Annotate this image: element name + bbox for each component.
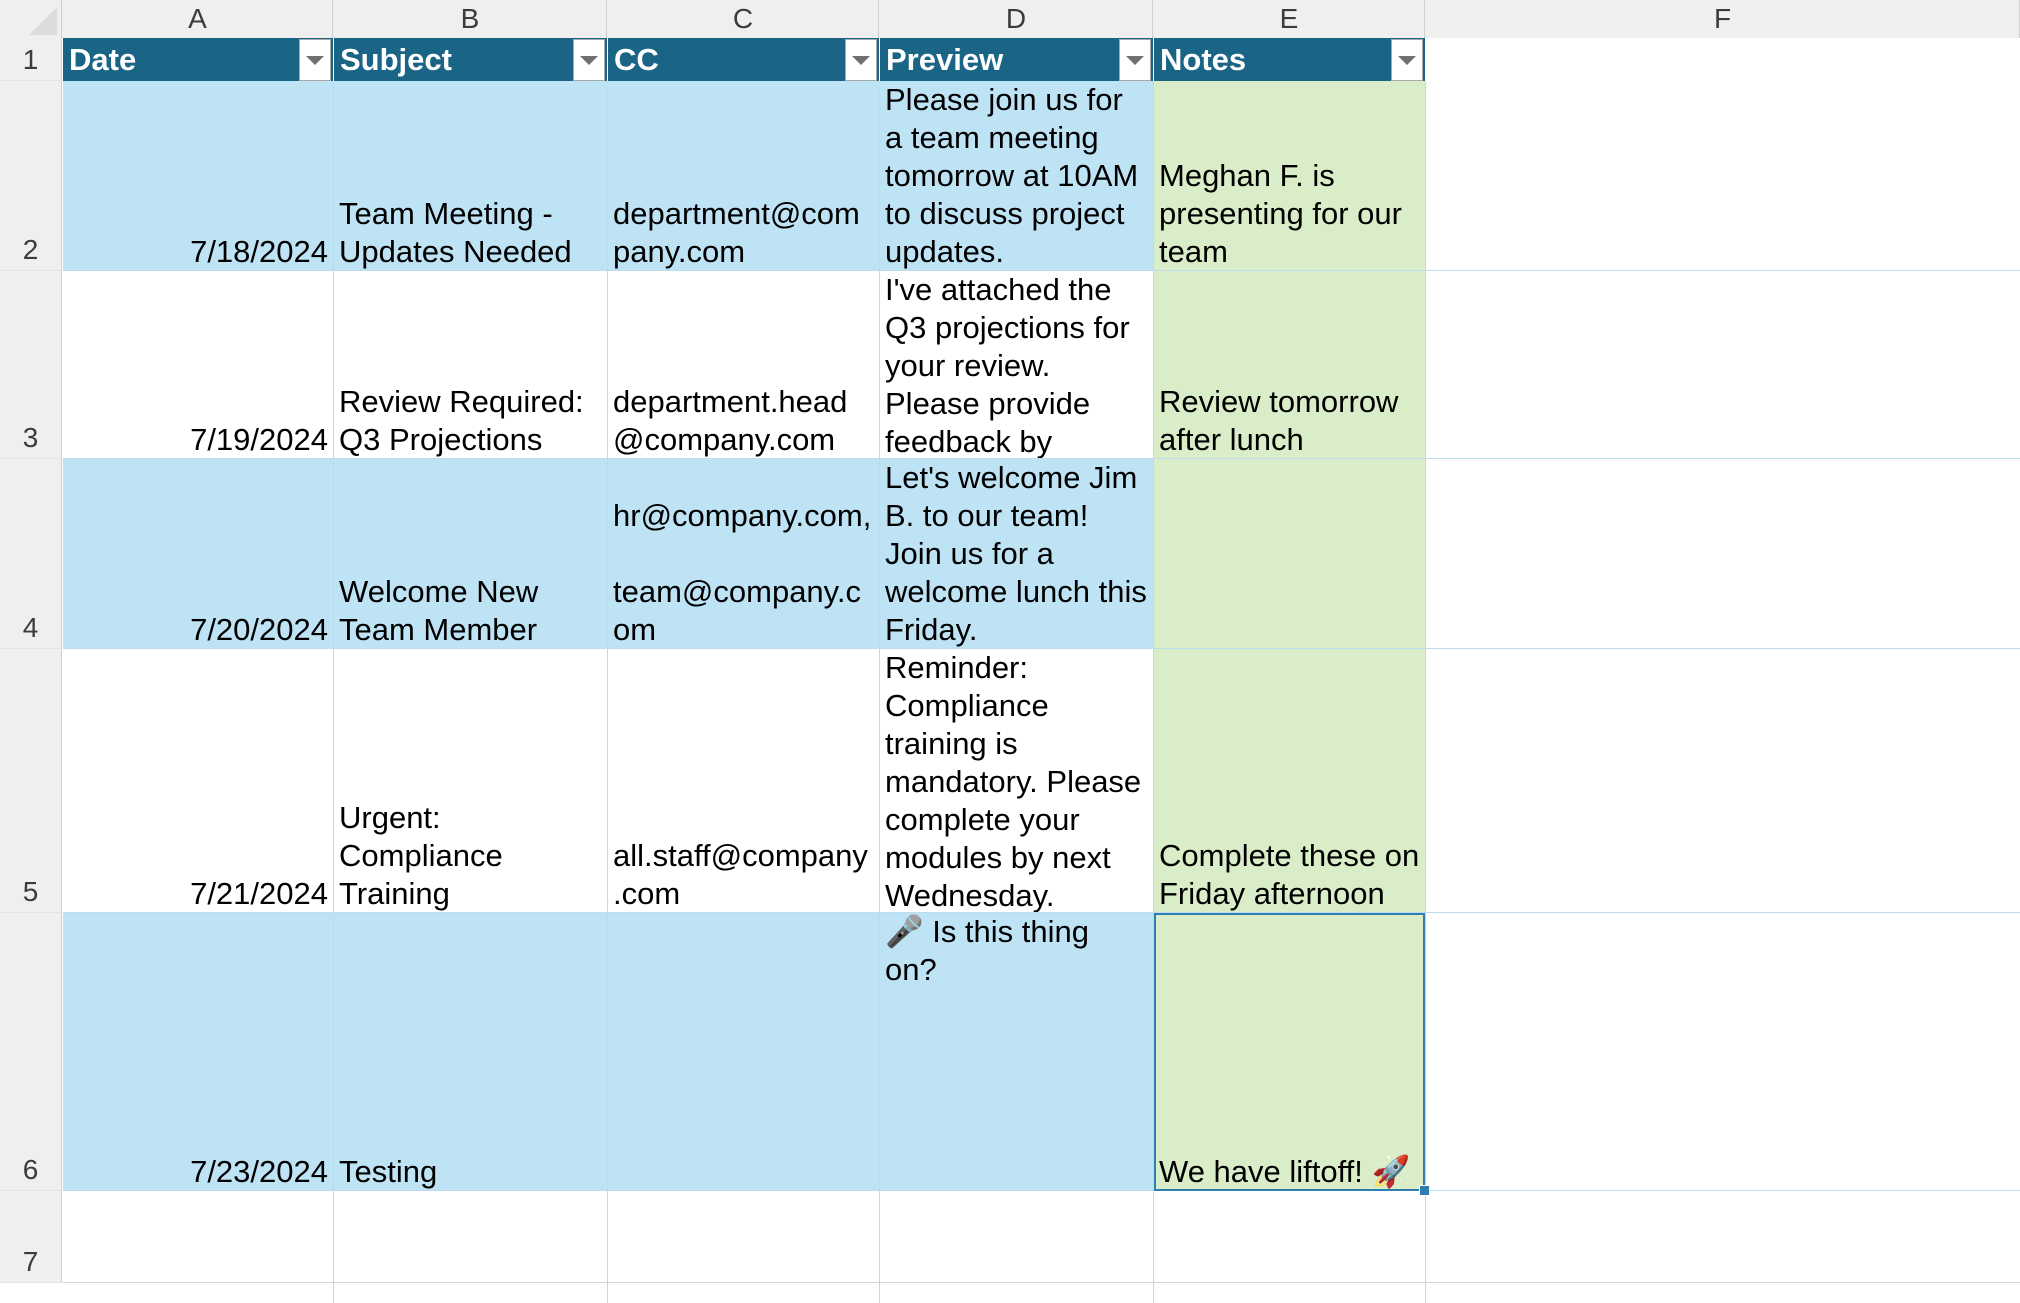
column-header-f[interactable]: F <box>1426 0 2020 38</box>
cell-date-3[interactable]: 7/19/2024 <box>63 271 333 459</box>
row-header-3[interactable]: 3 <box>0 271 62 459</box>
row-header-7[interactable]: 7 <box>0 1191 62 1283</box>
table-header-label-cc: CC <box>614 41 659 77</box>
cell-subject-6[interactable]: Testing <box>334 913 607 1191</box>
filter-dropdown-icon-preview[interactable] <box>1119 39 1151 81</box>
cell-date-2[interactable]: 7/18/2024 <box>63 81 333 271</box>
cell-subject-4[interactable]: Welcome New Team Member <box>334 459 607 649</box>
table-header-subject[interactable]: Subject <box>334 38 607 81</box>
filter-dropdown-icon-date[interactable] <box>299 39 331 81</box>
gridline-horizontal <box>63 1282 2020 1283</box>
cell-notes-6[interactable]: We have liftoff! 🚀 <box>1154 913 1425 1191</box>
cell-notes-2[interactable]: Meghan F. is presenting for our team <box>1154 81 1425 271</box>
table-header-label-subject: Subject <box>340 41 452 77</box>
cell-preview-2[interactable]: Please join us for a team meeting tomorr… <box>880 81 1153 271</box>
cell-preview-6[interactable]: 🎤 Is this thing on? <box>880 913 1153 1191</box>
cell-subject-5[interactable]: Urgent: Compliance Training <box>334 649 607 913</box>
cell-notes-5[interactable]: Complete these on Friday afternoon <box>1154 649 1425 913</box>
table-header-label-notes: Notes <box>1160 41 1247 77</box>
chevron-down-icon <box>306 55 324 65</box>
table-header-label-preview: Preview <box>886 41 1004 77</box>
cell-f-5[interactable] <box>1426 649 2020 913</box>
select-all-triangle-icon <box>29 7 57 35</box>
cell-preview-4[interactable]: Let's welcome Jim B. to our team! Join u… <box>880 459 1153 649</box>
row-header-2[interactable]: 2 <box>0 81 62 271</box>
cell-f-3[interactable] <box>1426 271 2020 459</box>
filter-dropdown-icon-cc[interactable] <box>845 39 877 81</box>
fill-handle[interactable] <box>1419 1185 1430 1196</box>
cell-notes-3[interactable]: Review tomorrow after lunch <box>1154 271 1425 459</box>
gridline-vertical <box>879 81 880 1303</box>
table-header-cc[interactable]: CC <box>608 38 879 81</box>
filter-dropdown-icon-notes[interactable] <box>1391 39 1423 81</box>
cell-subject-3[interactable]: Review Required: Q3 Projections <box>334 271 607 459</box>
gridline-vertical <box>1153 81 1154 1303</box>
cell-preview-5[interactable]: Reminder: Compliance training is mandato… <box>880 649 1153 913</box>
cell-date-6[interactable]: 7/23/2024 <box>63 913 333 1191</box>
cell-f-6[interactable] <box>1426 913 2020 1191</box>
table-header-label-date: Date <box>69 41 137 77</box>
column-header-e[interactable]: E <box>1154 0 1425 38</box>
cell-notes-4[interactable] <box>1154 459 1425 649</box>
gridline-horizontal <box>63 1190 2020 1191</box>
cell-d-7[interactable] <box>880 1283 1153 1303</box>
cell-preview-3[interactable]: I've attached the Q3 projections for you… <box>880 271 1153 459</box>
cell-c-7[interactable] <box>608 1283 879 1303</box>
cell-f-2[interactable] <box>1426 81 2020 271</box>
column-header-c[interactable]: C <box>608 0 879 38</box>
cell-e-7[interactable] <box>1154 1283 1425 1303</box>
cell-cc-4[interactable]: hr@company.com, team@company.com <box>608 459 879 649</box>
gridline-vertical <box>1425 81 1426 1303</box>
row-header-4[interactable]: 4 <box>0 459 62 649</box>
gridline-vertical <box>607 81 608 1303</box>
cell-subject-2[interactable]: Team Meeting - Updates Needed <box>334 81 607 271</box>
gridline-vertical <box>333 81 334 1303</box>
chevron-down-icon <box>852 55 870 65</box>
cell-cc-3[interactable]: department.head@company.com <box>608 271 879 459</box>
row-header-6[interactable]: 6 <box>0 913 62 1191</box>
gridline-horizontal <box>63 270 2020 271</box>
table-header-preview[interactable]: Preview <box>880 38 1153 81</box>
cell-date-5[interactable]: 7/21/2024 <box>63 649 333 913</box>
cell-cc-2[interactable]: department@company.com <box>608 81 879 271</box>
gridline-horizontal <box>63 912 2020 913</box>
cell-cc-5[interactable]: all.staff@company.com <box>608 649 879 913</box>
column-header-a[interactable]: A <box>63 0 333 38</box>
cell-f-7[interactable] <box>1426 1283 2020 1303</box>
chevron-down-icon <box>1126 55 1144 65</box>
cell-f-4[interactable] <box>1426 459 2020 649</box>
row-header-5[interactable]: 5 <box>0 649 62 913</box>
cell-date-4[interactable]: 7/20/2024 <box>63 459 333 649</box>
filter-dropdown-icon-subject[interactable] <box>573 39 605 81</box>
cell-a-7[interactable] <box>63 1283 333 1303</box>
chevron-down-icon <box>1398 55 1416 65</box>
cell-cc-6[interactable] <box>608 913 879 1191</box>
column-header-d[interactable]: D <box>880 0 1153 38</box>
cell-b-7[interactable] <box>334 1283 607 1303</box>
column-header-b[interactable]: B <box>334 0 607 38</box>
chevron-down-icon <box>580 55 598 65</box>
gridline-horizontal <box>63 458 2020 459</box>
row-header-1[interactable]: 1 <box>0 38 62 81</box>
select-all-corner[interactable] <box>0 0 62 38</box>
gridline-horizontal <box>63 648 2020 649</box>
table-header-date[interactable]: Date <box>63 38 333 81</box>
table-header-notes[interactable]: Notes <box>1154 38 1425 81</box>
